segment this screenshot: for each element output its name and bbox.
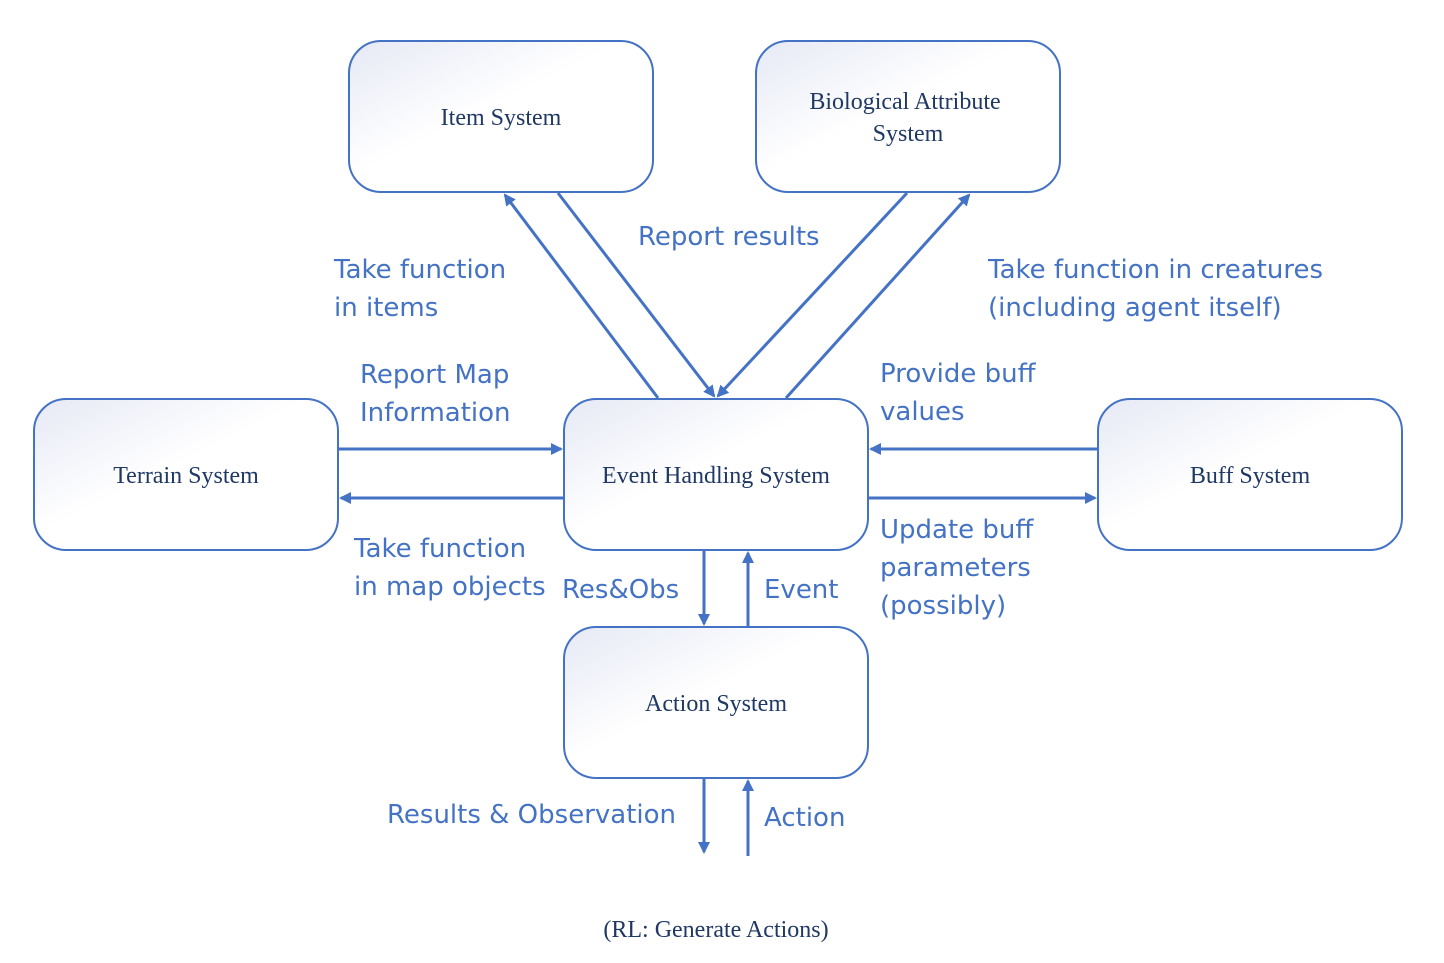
edge-label-report-results: Report results	[638, 222, 820, 252]
event-handling-system-label: Event Handling System	[602, 463, 830, 489]
action-system-label: Action System	[645, 691, 787, 717]
edge-label-take-function-in-items: Take function in items	[333, 255, 514, 323]
edge-label-take-function-in-map-objects: Take function in map objects	[353, 534, 546, 602]
buff-system-label: Buff System	[1190, 463, 1311, 489]
edge-event-to-bio-arrow	[784, 193, 971, 400]
item-system-node: Item System	[348, 40, 654, 193]
edge-label-results-and-observation: Results & Observation	[387, 800, 676, 830]
edge-event-to-item-arrow	[503, 193, 660, 399]
biological-attribute-system-label: Biological Attribute System	[809, 89, 1006, 147]
edge-label-provide-buff-values: Provide buff values	[880, 359, 1044, 427]
event-handling-system-node: Event Handling System	[563, 398, 869, 551]
edge-label-res-obs: Res&Obs	[562, 575, 679, 605]
edge-item-to-event-arrow	[556, 192, 716, 398]
edge-bio-to-event-arrow	[716, 191, 909, 398]
edge-label-report-map-information: Report Map Information	[360, 360, 518, 428]
biological-attribute-system-node: Biological Attribute System	[755, 40, 1061, 193]
item-system-label: Item System	[441, 105, 562, 131]
edge-label-update-buff-parameters: Update buff parameters (possibly)	[880, 515, 1042, 621]
edge-label-action: Action	[764, 803, 845, 833]
buff-system-node: Buff System	[1097, 398, 1403, 551]
terrain-system-label: Terrain System	[113, 463, 259, 489]
rl-generate-actions-caption: (RL: Generate Actions)	[603, 917, 828, 943]
action-system-node: Action System	[563, 626, 869, 779]
edge-label-take-function-in-creatures: Take function in creatures (including ag…	[987, 255, 1331, 323]
terrain-system-node: Terrain System	[33, 398, 339, 551]
edge-label-event: Event	[764, 575, 838, 605]
